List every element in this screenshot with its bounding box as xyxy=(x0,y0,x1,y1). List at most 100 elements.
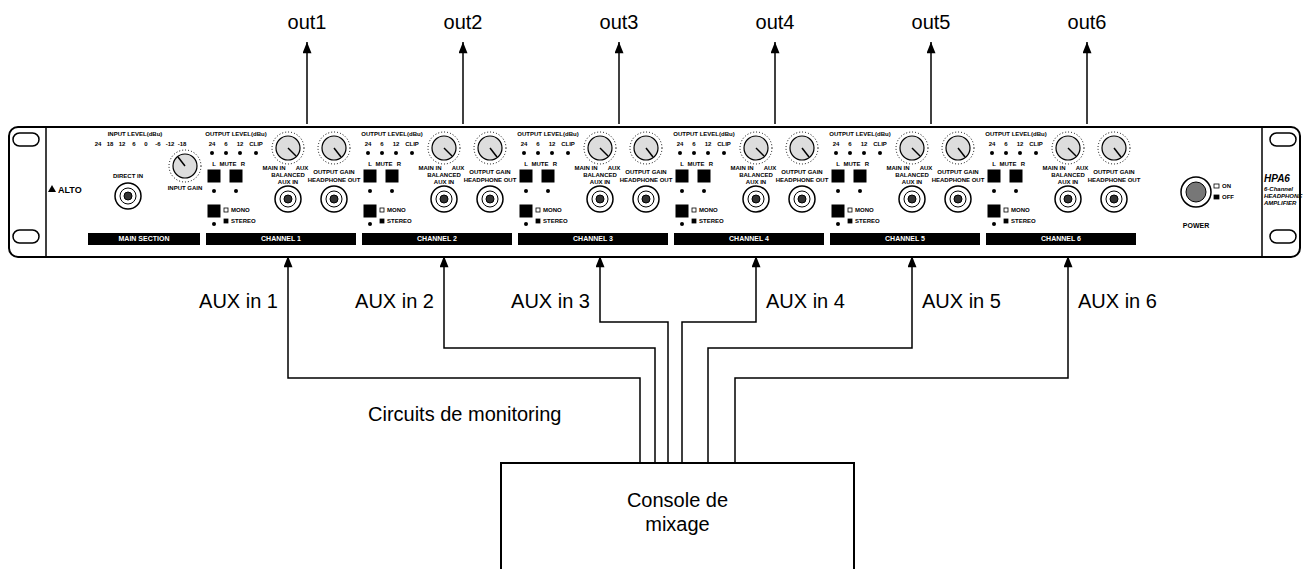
channel-strip: CHANNEL 4OUTPUT LEVEL(dBu)24612CLIPLMUTE… xyxy=(674,128,824,256)
panel-legend: MAIN IN xyxy=(887,165,910,172)
panel-legend: HEADPHONE OUT xyxy=(464,177,517,184)
aux-send-wire xyxy=(682,256,756,462)
panel-legend: AUX IN xyxy=(434,179,454,186)
panel-legend: MONO xyxy=(1011,207,1030,214)
mixing-console: Console de mixage xyxy=(500,462,855,569)
rack-ear xyxy=(13,127,1296,257)
panel-legend: 12 xyxy=(237,141,244,148)
panel-legend: INPUT GAIN xyxy=(168,185,203,192)
panel-legend: OFF xyxy=(1222,194,1234,201)
panel-legend: OUTPUT LEVEL(dBu) xyxy=(985,131,1046,138)
panel-legend: 12 xyxy=(393,141,400,148)
panel-legend: MONO xyxy=(699,207,718,214)
panel-legend: OUTPUT GAIN xyxy=(1093,169,1134,176)
panel-legend: OUTPUT GAIN xyxy=(469,169,510,176)
panel-legend: AUX IN xyxy=(590,179,610,186)
panel-legend: MAIN IN xyxy=(731,165,754,172)
output-label: out5 xyxy=(912,10,951,34)
panel-legend: 24 xyxy=(365,141,372,148)
panel-legend: HEADPHONE OUT xyxy=(776,177,829,184)
panel-legend: 6 xyxy=(132,141,135,148)
panel-legend: MUTE xyxy=(532,161,549,168)
input-label: AUX in 6 xyxy=(1078,289,1157,313)
panel-legend: AUX IN xyxy=(278,179,298,186)
panel-legend: INPUT LEVEL(dBu) xyxy=(108,131,163,138)
panel-legend: AUX xyxy=(608,165,621,172)
logo-mark xyxy=(48,185,56,192)
output-label: out2 xyxy=(444,10,483,34)
amplifier-panel: ALTOHPA66-Channel HEADPHONE AMPLIFIERMAI… xyxy=(8,126,1301,258)
section-title-bar: CHANNEL 6 xyxy=(986,233,1136,245)
panel-legend: MUTE xyxy=(844,161,861,168)
channel-strip: CHANNEL 2OUTPUT LEVEL(dBu)24612CLIPLMUTE… xyxy=(362,128,512,256)
input-label: AUX in 3 xyxy=(511,289,590,313)
panel-legend: R xyxy=(553,161,557,168)
main-section: MAIN SECTIONINPUT LEVEL(dBu)24181260-6-1… xyxy=(85,128,205,256)
panel-legend: OUTPUT LEVEL(dBu) xyxy=(361,131,422,138)
panel-legend: HEADPHONE OUT xyxy=(308,177,361,184)
panel-legend: OUTPUT GAIN xyxy=(937,169,978,176)
panel-legend: R xyxy=(241,161,245,168)
panel-legend: 0 xyxy=(144,141,147,148)
panel-legend: OUTPUT GAIN xyxy=(313,169,354,176)
section-title-bar: CHANNEL 3 xyxy=(518,233,668,245)
panel-legend: HPA6 xyxy=(1264,173,1290,184)
panel-legend: MONO xyxy=(543,207,562,214)
panel-legend: HEADPHONE OUT xyxy=(932,177,985,184)
panel-legend: OUTPUT GAIN xyxy=(625,169,666,176)
panel-legend: OUTPUT LEVEL(dBu) xyxy=(205,131,266,138)
signal-note: Circuits de monitoring xyxy=(368,402,561,426)
input-label: AUX in 1 xyxy=(199,289,278,313)
panel-legend: AUX xyxy=(920,165,933,172)
panel-legend: OUTPUT LEVEL(dBu) xyxy=(673,131,734,138)
input-label: AUX in 5 xyxy=(922,289,1001,313)
output-label: out1 xyxy=(288,10,327,34)
panel-legend: MUTE xyxy=(220,161,237,168)
input-label: AUX in 2 xyxy=(355,289,434,313)
panel-legend: R xyxy=(865,161,869,168)
panel-legend: STEREO xyxy=(1011,218,1036,225)
section-title-bar: CHANNEL 5 xyxy=(830,233,980,245)
channel-strip: CHANNEL 6OUTPUT LEVEL(dBu)24612CLIPLMUTE… xyxy=(986,128,1136,256)
panel-legend: 6-Channel HEADPHONE AMPLIFIER xyxy=(1264,186,1300,207)
panel-legend: AUX xyxy=(764,165,777,172)
panel-legend: 24 xyxy=(677,141,684,148)
panel-legend: OUTPUT LEVEL(dBu) xyxy=(829,131,890,138)
panel-legend: ON xyxy=(1222,183,1231,190)
panel-legend: OUTPUT LEVEL(dBu) xyxy=(517,131,578,138)
panel-legend: MUTE xyxy=(688,161,705,168)
panel-legend: CLIP xyxy=(1029,141,1043,148)
panel-legend: 12 xyxy=(705,141,712,148)
panel-legend: BALANCED xyxy=(271,172,305,179)
panel-legend: R xyxy=(709,161,713,168)
panel-legend: AUX xyxy=(1076,165,1089,172)
panel-legend: MUTE xyxy=(376,161,393,168)
panel-legend: MONO xyxy=(855,207,874,214)
panel-legend: HEADPHONE OUT xyxy=(620,177,673,184)
panel-legend: L xyxy=(992,161,996,168)
panel-legend: BALANCED xyxy=(739,172,773,179)
panel-legend: OUTPUT GAIN xyxy=(781,169,822,176)
panel-legend: 6 xyxy=(848,141,851,148)
panel-legend: L xyxy=(680,161,684,168)
aux-send-wire xyxy=(600,256,668,462)
panel-legend: MUTE xyxy=(1000,161,1017,168)
panel-legend: R xyxy=(397,161,401,168)
aux-send-wire xyxy=(444,256,655,462)
output-arrow xyxy=(307,42,1087,124)
panel-legend: AUX IN xyxy=(1058,179,1078,186)
panel-legend: STEREO xyxy=(543,218,568,225)
panel-legend: 24 xyxy=(833,141,840,148)
panel-legend: CLIP xyxy=(717,141,731,148)
panel-legend: MAIN IN xyxy=(419,165,442,172)
panel-legend: MAIN IN xyxy=(575,165,598,172)
panel-legend: 6 xyxy=(224,141,227,148)
panel-legend: CLIP xyxy=(873,141,887,148)
output-label: out4 xyxy=(756,10,795,34)
section-title-bar: CHANNEL 4 xyxy=(674,233,824,245)
panel-legend: 6 xyxy=(536,141,539,148)
aux-send-wire xyxy=(735,256,1068,462)
panel-legend: BALANCED xyxy=(895,172,929,179)
panel-legend: STEREO xyxy=(231,218,256,225)
